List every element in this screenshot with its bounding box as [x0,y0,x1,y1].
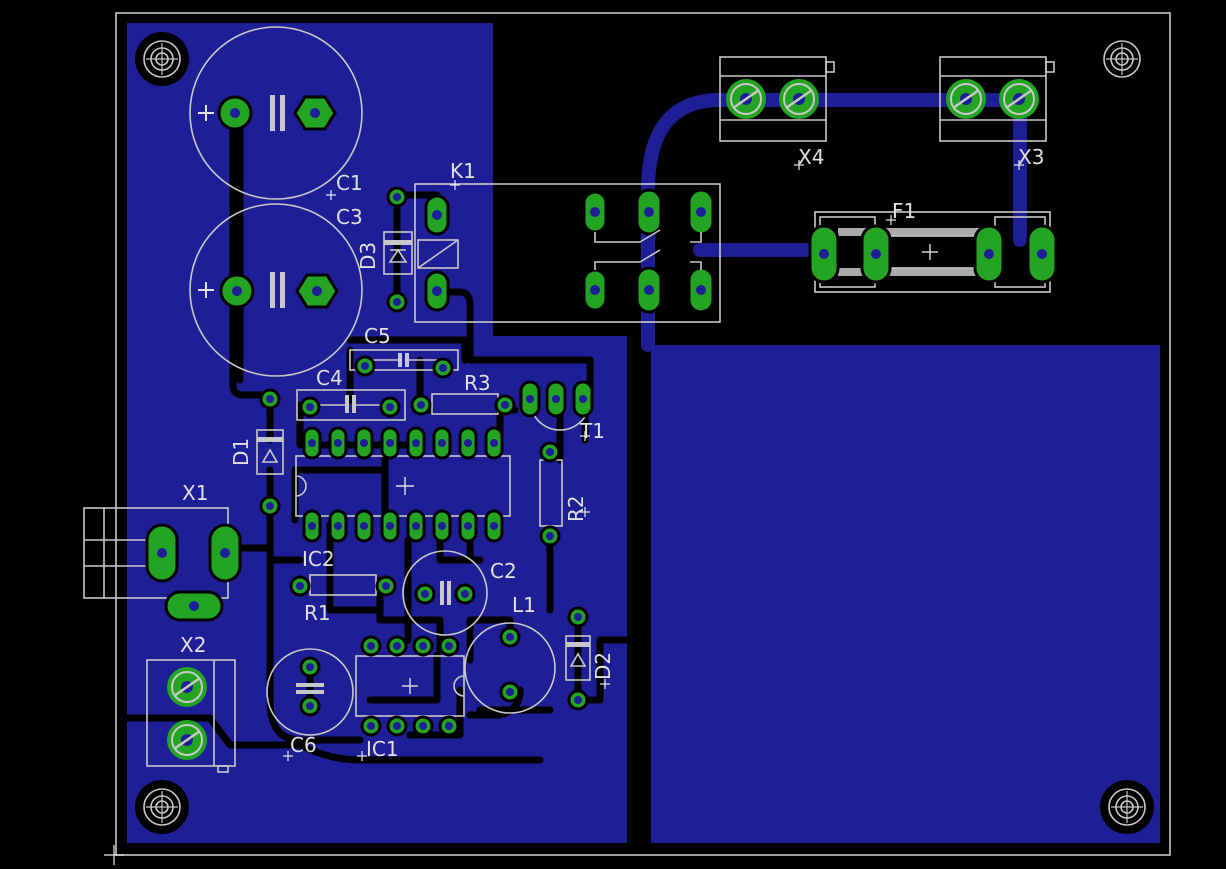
label-r3: R3 [464,371,491,395]
inductor-l1[interactable]: L1 [464,593,556,714]
label-x1: X1 [182,481,208,505]
label-l1: L1 [512,593,536,617]
capacitor-c5[interactable]: C5 [349,324,459,379]
label-t1: T1 [579,419,605,443]
relay-k1[interactable]: K1 [414,159,721,323]
label-c2: C2 [490,559,517,583]
capacitor-c4[interactable]: C4 [296,366,406,421]
diode-d2[interactable]: D2 [565,606,615,711]
mounting-hole-icon [134,779,190,835]
mounting-hole-icon [134,31,190,87]
label-c3: C3 [336,205,363,229]
diode-d1[interactable]: D1 [229,388,284,517]
label-d2: D2 [591,652,615,680]
label-f1: F1 [892,199,916,223]
origin-markers [104,160,1024,865]
mounting-hole-icon [1099,779,1155,835]
ic-ic1[interactable]: IC1 [355,635,465,761]
resistor-r2[interactable]: R2 [539,441,588,547]
label-k1: K1 [450,159,476,183]
ic-ic2[interactable]: IC2 [295,426,511,571]
board-outline [115,12,1171,856]
copper-pour-right [651,345,1160,843]
label-ic1: IC1 [366,737,399,761]
resistor-r1[interactable]: R1 [289,574,397,625]
label-x2: X2 [180,633,206,657]
label-r1: R1 [304,601,331,625]
label-d1: D1 [229,438,253,466]
mounting-hole-icon [1094,31,1150,87]
label-c1: C1 [336,171,363,195]
label-ic2: IC2 [302,547,335,571]
label-c4: C4 [316,366,343,390]
capacitor-c1[interactable]: C1 [189,26,363,200]
capacitor-c2[interactable]: C2 [402,550,517,636]
capacitor-c6[interactable]: C6 [266,648,354,757]
terminal-x3[interactable]: X3 [939,56,1055,169]
label-c5: C5 [364,324,391,348]
label-c6: C6 [290,733,317,757]
transistor-t1[interactable]: T1 [519,380,605,443]
diode-d3[interactable]: D3 [356,186,413,313]
label-r2: R2 [564,495,588,522]
terminal-x2[interactable]: X2 [146,633,236,773]
connector-x1[interactable]: X1 [83,481,242,622]
label-d3: D3 [356,242,380,270]
fuse-f1[interactable]: F1 [808,199,1058,293]
resistor-r3[interactable]: R3 [410,371,516,416]
capacitor-c3[interactable]: C3 [189,203,363,377]
